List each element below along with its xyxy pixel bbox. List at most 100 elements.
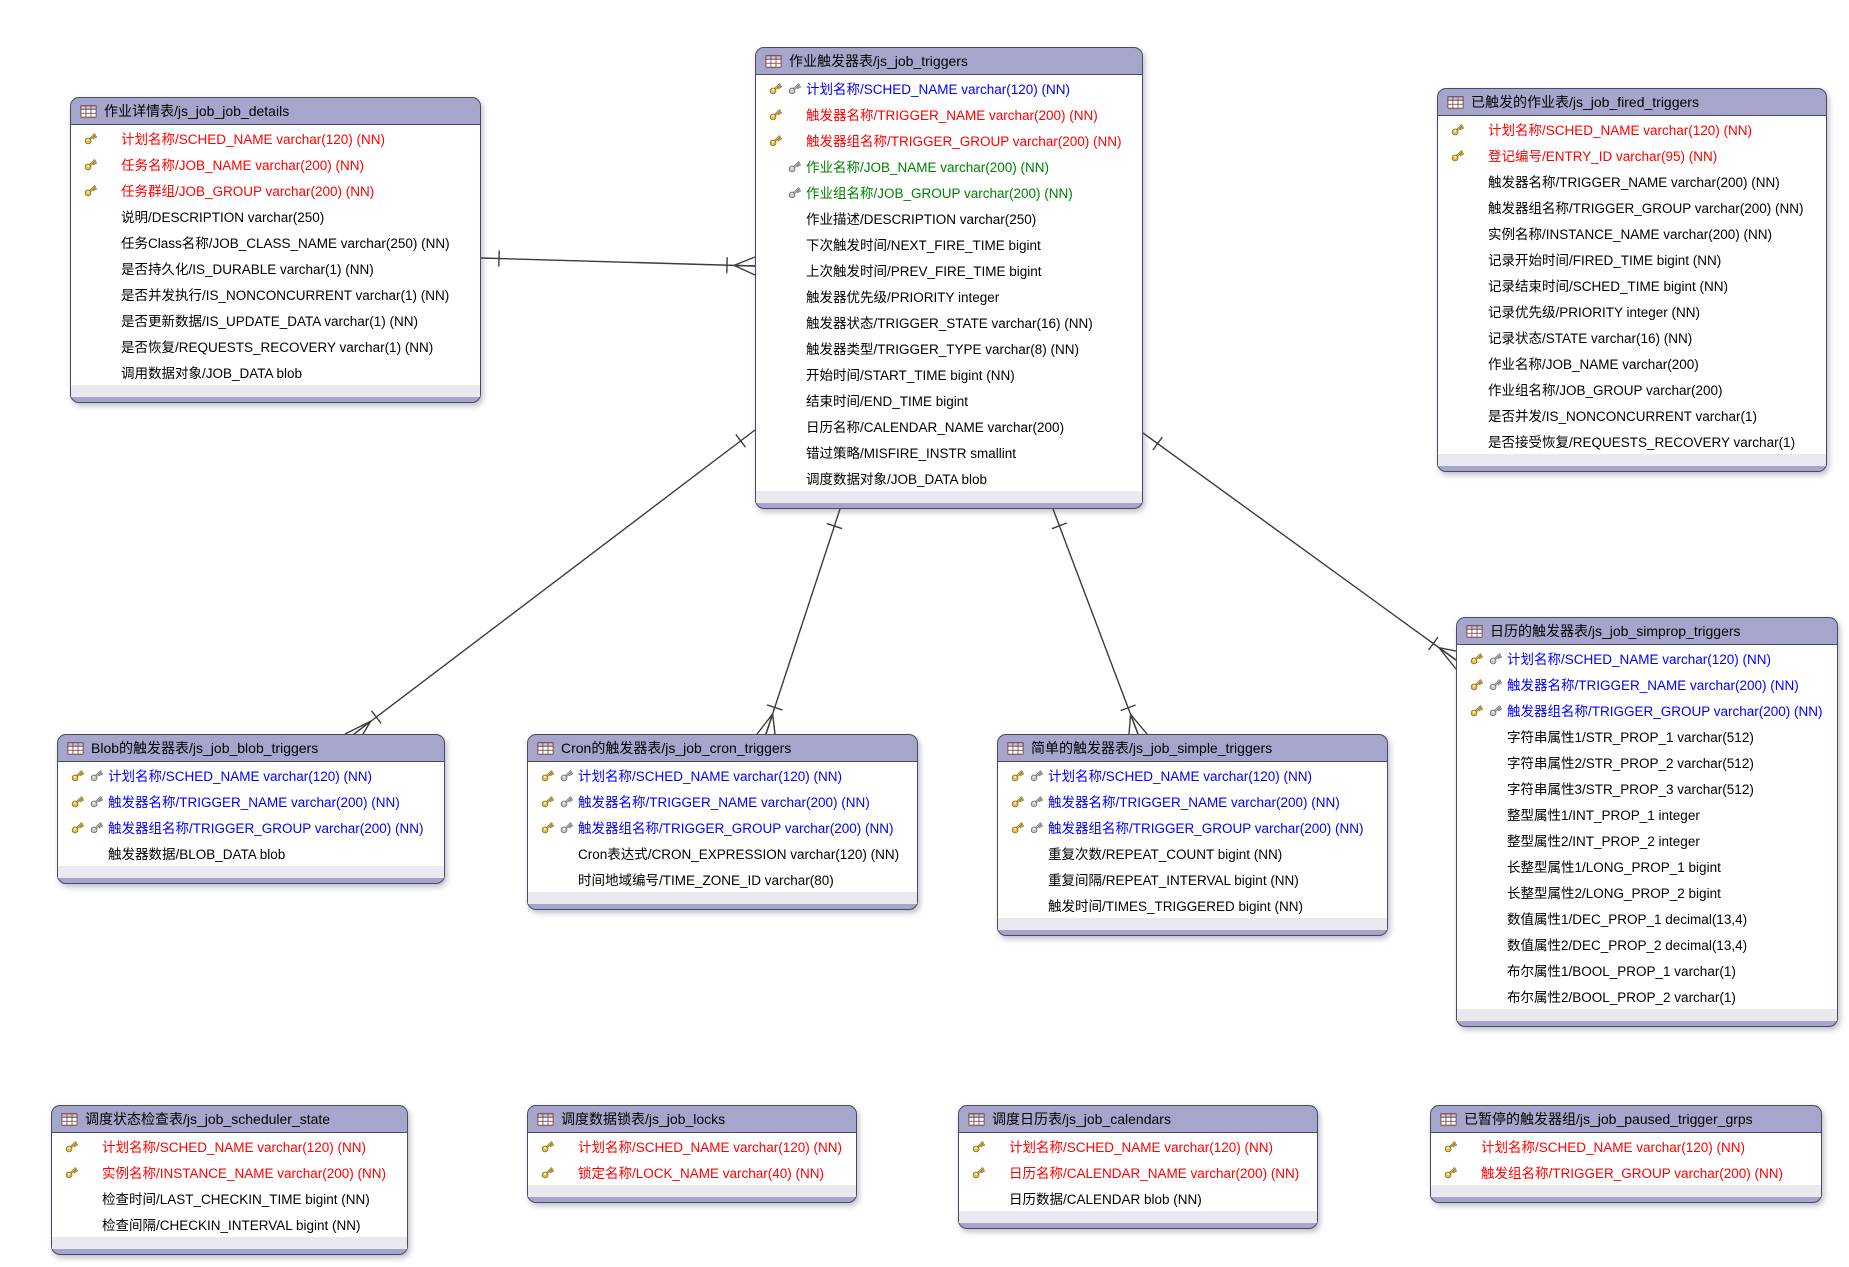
field-row[interactable]: 计划名称/SCHED_NAME varchar(120) (NN): [1438, 116, 1826, 142]
field-row[interactable]: 时间地域编号/TIME_ZONE_ID varchar(80): [528, 866, 917, 892]
field-row[interactable]: 是否并发执行/IS_NONCONCURRENT varchar(1) (NN): [71, 281, 480, 307]
field-row[interactable]: 计划名称/SCHED_NAME varchar(120) (NN): [756, 75, 1142, 101]
field-row[interactable]: 触发组名称/TRIGGER_GROUP varchar(200) (NN): [1431, 1159, 1821, 1185]
field-row[interactable]: 作业名称/JOB_NAME varchar(200) (NN): [756, 153, 1142, 179]
field-row[interactable]: 数值属性2/DEC_PROP_2 decimal(13,4): [1457, 931, 1837, 957]
field-row[interactable]: 触发器名称/TRIGGER_NAME varchar(200) (NN): [58, 788, 444, 814]
field-row[interactable]: 整型属性1/INT_PROP_1 integer: [1457, 801, 1837, 827]
field-row[interactable]: 长整型属性2/LONG_PROP_2 bigint: [1457, 879, 1837, 905]
field-row[interactable]: 触发器名称/TRIGGER_NAME varchar(200) (NN): [756, 101, 1142, 127]
field-row[interactable]: 计划名称/SCHED_NAME varchar(120) (NN): [1431, 1133, 1821, 1159]
field-row[interactable]: 任务群组/JOB_GROUP varchar(200) (NN): [71, 177, 480, 203]
field-row[interactable]: 实例名称/INSTANCE_NAME varchar(200) (NN): [52, 1159, 407, 1185]
field-row[interactable]: 触发时间/TIMES_TRIGGERED bigint (NN): [998, 892, 1387, 918]
field-row[interactable]: 锁定名称/LOCK_NAME varchar(40) (NN): [528, 1159, 856, 1185]
rel-triggers-to-cron-triggers[interactable]: [756, 508, 843, 735]
field-row[interactable]: 调用数据对象/JOB_DATA blob: [71, 359, 480, 385]
field-row[interactable]: 作业名称/JOB_NAME varchar(200): [1438, 350, 1826, 376]
table-header-js_job_job_details[interactable]: 作业详情表/js_job_job_details: [71, 98, 480, 124]
rel-triggers-to-blob-triggers[interactable]: [344, 429, 756, 735]
field-row[interactable]: 开始时间/START_TIME bigint (NN): [756, 361, 1142, 387]
field-row[interactable]: 重复次数/REPEAT_COUNT bigint (NN): [998, 840, 1387, 866]
field-row[interactable]: 记录优先级/PRIORITY integer (NN): [1438, 298, 1826, 324]
field-row[interactable]: 触发器组名称/TRIGGER_GROUP varchar(200) (NN): [58, 814, 444, 840]
field-row[interactable]: 记录结束时间/SCHED_TIME bigint (NN): [1438, 272, 1826, 298]
field-row[interactable]: 布尔属性2/BOOL_PROP_2 varchar(1): [1457, 983, 1837, 1009]
field-row[interactable]: 结束时间/END_TIME bigint: [756, 387, 1142, 413]
field-row[interactable]: 字符串属性1/STR_PROP_1 varchar(512): [1457, 723, 1837, 749]
field-row[interactable]: Cron表达式/CRON_EXPRESSION varchar(120) (NN…: [528, 840, 917, 866]
field-row[interactable]: 计划名称/SCHED_NAME varchar(120) (NN): [71, 125, 480, 151]
table-header-js_job_simprop_triggers[interactable]: 日历的触发器表/js_job_simprop_triggers: [1457, 618, 1837, 644]
rel-triggers-to-simple-triggers[interactable]: [1051, 508, 1148, 735]
field-row[interactable]: 触发器数据/BLOB_DATA blob: [58, 840, 444, 866]
field-row[interactable]: 是否并发/IS_NONCONCURRENT varchar(1): [1438, 402, 1826, 428]
field-row[interactable]: 记录状态/STATE varchar(16) (NN): [1438, 324, 1826, 350]
field-row[interactable]: 触发器组名称/TRIGGER_GROUP varchar(200) (NN): [528, 814, 917, 840]
table-header-js_job_cron_triggers[interactable]: Cron的触发器表/js_job_cron_triggers: [528, 735, 917, 761]
field-row[interactable]: 触发器名称/TRIGGER_NAME varchar(200) (NN): [998, 788, 1387, 814]
field-row[interactable]: 触发器状态/TRIGGER_STATE varchar(16) (NN): [756, 309, 1142, 335]
field-row[interactable]: 检查时间/LAST_CHECKIN_TIME bigint (NN): [52, 1185, 407, 1211]
table-header-js_job_calendars[interactable]: 调度日历表/js_job_calendars: [959, 1106, 1317, 1132]
field-row[interactable]: 触发器组名称/TRIGGER_GROUP varchar(200) (NN): [1457, 697, 1837, 723]
field-row[interactable]: 任务Class名称/JOB_CLASS_NAME varchar(250) (N…: [71, 229, 480, 255]
field-row[interactable]: 是否更新数据/IS_UPDATE_DATA varchar(1) (NN): [71, 307, 480, 333]
rel-job-details-to-triggers[interactable]: [480, 250, 756, 276]
field-row[interactable]: 计划名称/SCHED_NAME varchar(120) (NN): [528, 762, 917, 788]
field-row[interactable]: 是否接受恢复/REQUESTS_RECOVERY varchar(1): [1438, 428, 1826, 454]
field-row[interactable]: 数值属性1/DEC_PROP_1 decimal(13,4): [1457, 905, 1837, 931]
field-row[interactable]: 作业描述/DESCRIPTION varchar(250): [756, 205, 1142, 231]
field-row[interactable]: 任务名称/JOB_NAME varchar(200) (NN): [71, 151, 480, 177]
field-row[interactable]: 触发器优先级/PRIORITY integer: [756, 283, 1142, 309]
table-header-js_job_paused_trigger_grps[interactable]: 已暂停的触发器组/js_job_paused_trigger_grps: [1431, 1106, 1821, 1132]
field-row[interactable]: 整型属性2/INT_PROP_2 integer: [1457, 827, 1837, 853]
field-row[interactable]: 调度数据对象/JOB_DATA blob: [756, 465, 1142, 491]
field-row[interactable]: 触发器组名称/TRIGGER_GROUP varchar(200) (NN): [1438, 194, 1826, 220]
field-row[interactable]: 触发器名称/TRIGGER_NAME varchar(200) (NN): [528, 788, 917, 814]
field-row[interactable]: 检查间隔/CHECKIN_INTERVAL bigint (NN): [52, 1211, 407, 1237]
field-row[interactable]: 计划名称/SCHED_NAME varchar(120) (NN): [1457, 645, 1837, 671]
field-row[interactable]: 触发器类型/TRIGGER_TYPE varchar(8) (NN): [756, 335, 1142, 361]
field-row[interactable]: 触发器组名称/TRIGGER_GROUP varchar(200) (NN): [756, 127, 1142, 153]
table-header-js_job_simple_triggers[interactable]: 简单的触发器表/js_job_simple_triggers: [998, 735, 1387, 761]
field-row[interactable]: 触发器名称/TRIGGER_NAME varchar(200) (NN): [1438, 168, 1826, 194]
field-row[interactable]: 重复间隔/REPEAT_INTERVAL bigint (NN): [998, 866, 1387, 892]
field-row[interactable]: 作业组名称/JOB_GROUP varchar(200): [1438, 376, 1826, 402]
field-row[interactable]: 记录开始时间/FIRED_TIME bigint (NN): [1438, 246, 1826, 272]
table-header-js_job_triggers[interactable]: 作业触发器表/js_job_triggers: [756, 48, 1142, 74]
field-row[interactable]: 实例名称/INSTANCE_NAME varchar(200) (NN): [1438, 220, 1826, 246]
field-row[interactable]: 日历名称/CALENDAR_NAME varchar(200): [756, 413, 1142, 439]
field-row[interactable]: 日历数据/CALENDAR blob (NN): [959, 1185, 1317, 1211]
field-row[interactable]: 计划名称/SCHED_NAME varchar(120) (NN): [52, 1133, 407, 1159]
field-row[interactable]: 计划名称/SCHED_NAME varchar(120) (NN): [58, 762, 444, 788]
field-row[interactable]: 上次触发时间/PREV_FIRE_TIME bigint: [756, 257, 1142, 283]
field-row[interactable]: 作业组名称/JOB_GROUP varchar(200) (NN): [756, 179, 1142, 205]
table-header-js_job_locks[interactable]: 调度数据锁表/js_job_locks: [528, 1106, 856, 1132]
field-row[interactable]: 布尔属性1/BOOL_PROP_1 varchar(1): [1457, 957, 1837, 983]
field-row[interactable]: 日历名称/CALENDAR_NAME varchar(200) (NN): [959, 1159, 1317, 1185]
field-row[interactable]: 下次触发时间/NEXT_FIRE_TIME bigint: [756, 231, 1142, 257]
field-row[interactable]: 计划名称/SCHED_NAME varchar(120) (NN): [959, 1133, 1317, 1159]
field-row[interactable]: 登记编号/ENTRY_ID varchar(95) (NN): [1438, 142, 1826, 168]
field-row[interactable]: 字符串属性2/STR_PROP_2 varchar(512): [1457, 749, 1837, 775]
field-row[interactable]: 计划名称/SCHED_NAME varchar(120) (NN): [998, 762, 1387, 788]
field-row[interactable]: 说明/DESCRIPTION varchar(250): [71, 203, 480, 229]
field-row[interactable]: 触发器名称/TRIGGER_NAME varchar(200) (NN): [1457, 671, 1837, 697]
field-row[interactable]: 错过策略/MISFIRE_INSTR smallint: [756, 439, 1142, 465]
field-row[interactable]: 长整型属性1/LONG_PROP_1 bigint: [1457, 853, 1837, 879]
rel-triggers-to-simprop-triggers[interactable]: [1142, 432, 1457, 670]
table-header-js_job_fired_triggers[interactable]: 已触发的作业表/js_job_fired_triggers: [1438, 89, 1826, 115]
table-header-js_job_scheduler_state[interactable]: 调度状态检查表/js_job_scheduler_state: [52, 1106, 407, 1132]
